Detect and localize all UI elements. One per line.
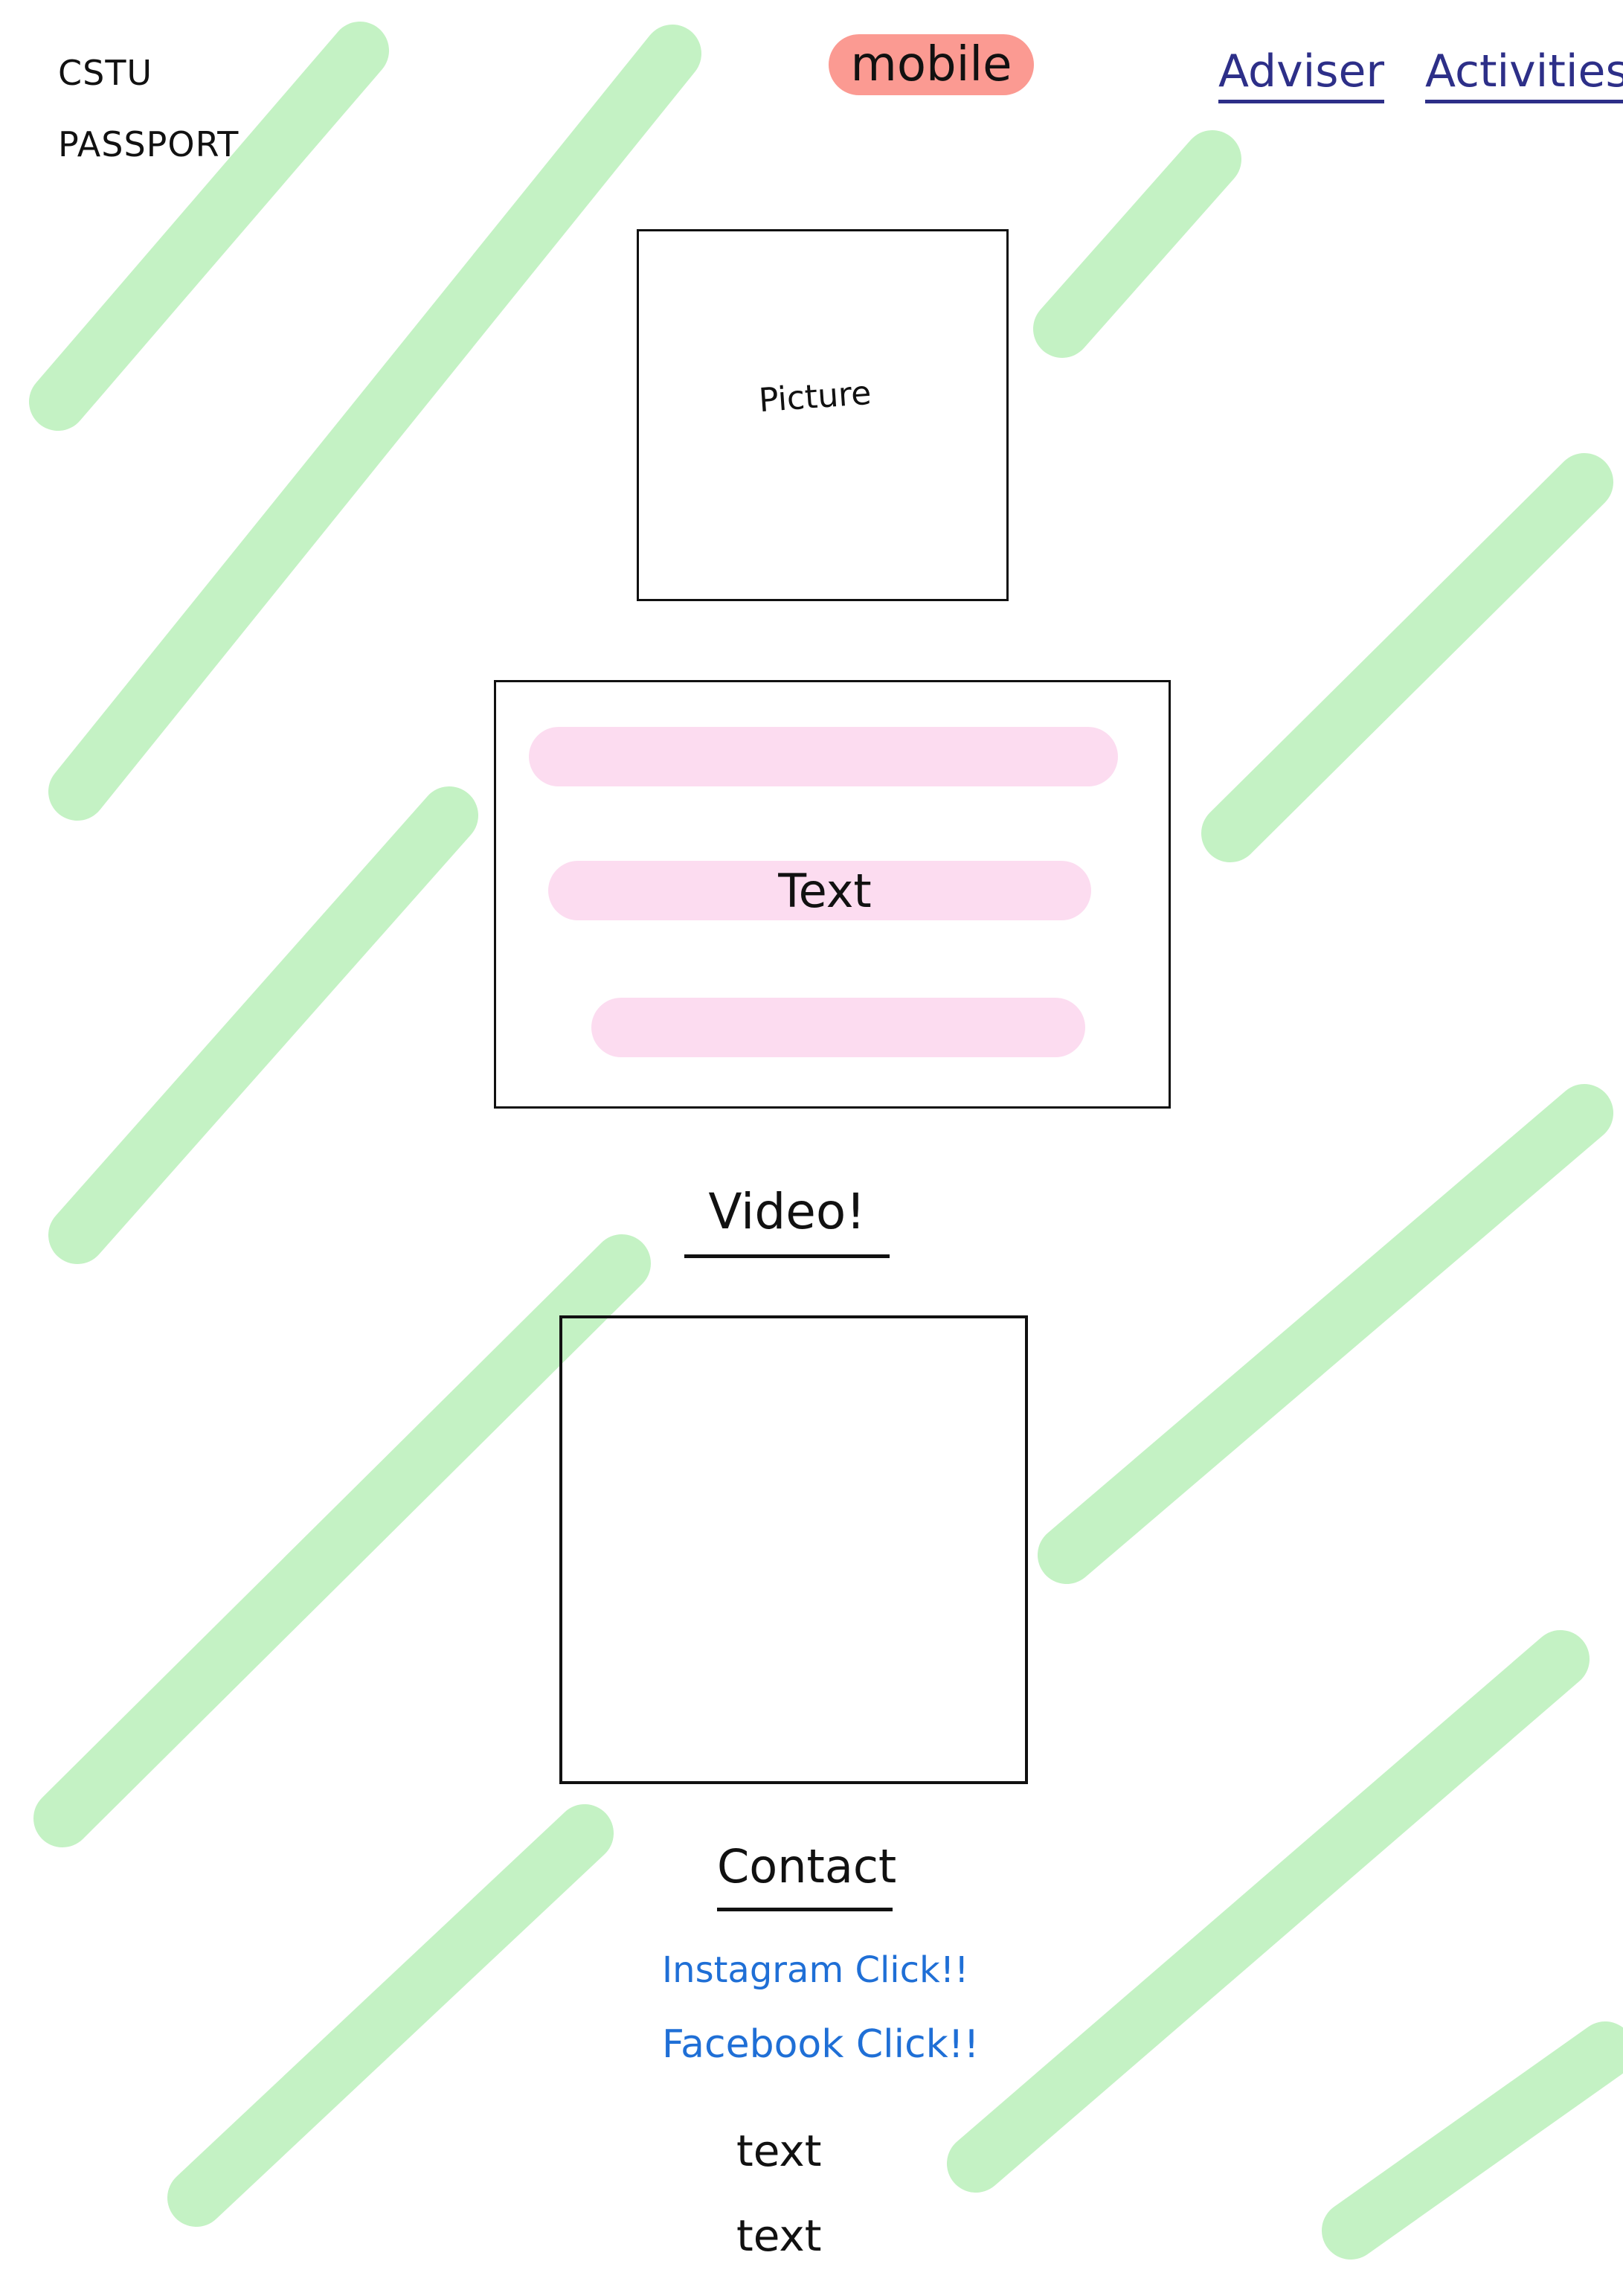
decorative-stripe [48, 786, 478, 1264]
facebook-link[interactable]: Facebook Click!! [662, 2022, 980, 2067]
text-placeholder-line: Text [548, 861, 1091, 920]
text-placeholder-line [591, 998, 1085, 1057]
nav-link-adviser[interactable]: Adviser [1218, 49, 1385, 103]
decorative-stripe [33, 1234, 651, 1847]
decorative-stripe [1322, 2021, 1623, 2260]
decorative-stripe [1038, 1084, 1613, 1584]
decorative-stripe [1033, 130, 1241, 358]
picture-placeholder: Picture [637, 229, 1009, 601]
instagram-link[interactable]: Instagram Click!! [662, 1949, 969, 1991]
logo-line-passport: PASSPORT [58, 124, 240, 164]
footer-text: text [736, 2126, 822, 2176]
decorative-stripe [29, 22, 389, 431]
contact-heading: Contact [717, 1844, 896, 1911]
decorative-stripe [947, 1630, 1590, 2193]
nav-link-activities[interactable]: Activities [1425, 49, 1623, 103]
site-logo: CSTU PASSPORT [58, 37, 239, 180]
text-panel: Text [494, 680, 1171, 1109]
decorative-stripe [48, 25, 701, 821]
text-placeholder-line [529, 727, 1118, 786]
mobile-mode-button[interactable]: mobile [829, 34, 1034, 95]
text-label: Text [778, 863, 872, 918]
picture-label: Picture [757, 373, 873, 420]
footer-text: text [736, 2210, 822, 2261]
logo-line-cstu: CSTU [58, 53, 153, 93]
decorative-stripe [167, 1804, 614, 2227]
video-player[interactable] [559, 1315, 1028, 1784]
video-heading: Video! [684, 1187, 890, 1258]
decorative-stripe [1201, 453, 1613, 862]
